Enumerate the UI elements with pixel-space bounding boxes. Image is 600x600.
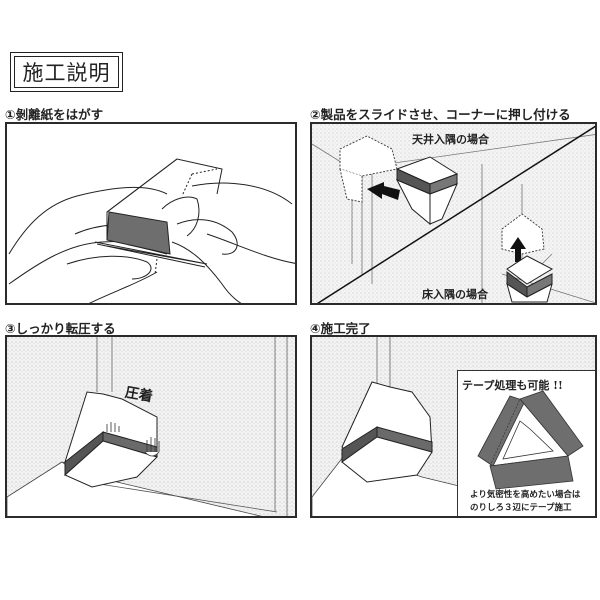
hand-icon [106, 422, 160, 457]
tape-option-note: より気密性を高めたい場合は のりしろ３辺にテープ施工 [470, 489, 580, 515]
step-3-label: ③しっかり転圧する [5, 321, 116, 336]
ceiling-caption: 天井入隅の場合 [412, 133, 489, 146]
step-1-label: ①剝離紙をはがす [5, 107, 104, 122]
page-title-box: 施工説明 [10, 52, 123, 92]
arrow-up-icon [510, 237, 526, 262]
step-4-panel: テープ処理も可能 !! より気密性を高めたい場合は のりしろ３辺にテープ施工 [310, 335, 597, 518]
step-4-label: ④施工完了 [310, 321, 371, 336]
peel-release-paper-illustration [8, 158, 295, 303]
tape-option-title: テープ処理も可能 !! [462, 379, 563, 392]
adhesive-face [106, 211, 171, 255]
page-title: 施工説明 [14, 56, 119, 88]
step-1-panel [5, 122, 297, 305]
tape-note-line-1: より気密性を高めたい場合は [470, 490, 581, 500]
tape-note-line-2: のりしろ３辺にテープ施工 [470, 503, 572, 513]
press-firmly-illustration [7, 337, 295, 516]
arrow-left-icon [367, 182, 400, 200]
tape-triangle-illustration [477, 390, 584, 490]
slide-into-corner-illustration [312, 124, 595, 303]
step-3-panel: 圧着 [5, 335, 297, 518]
step-2-label: ②製品をスライドさせ、コーナーに押し付ける [310, 107, 571, 122]
tape-option-inset: テープ処理も可能 !! より気密性を高めたい場合は のりしろ３辺にテープ施工 [457, 370, 595, 516]
floor-caption: 床入隅の場合 [422, 288, 488, 301]
step-2-panel: 天井入隅の場合 床入隅の場合 [310, 122, 597, 305]
